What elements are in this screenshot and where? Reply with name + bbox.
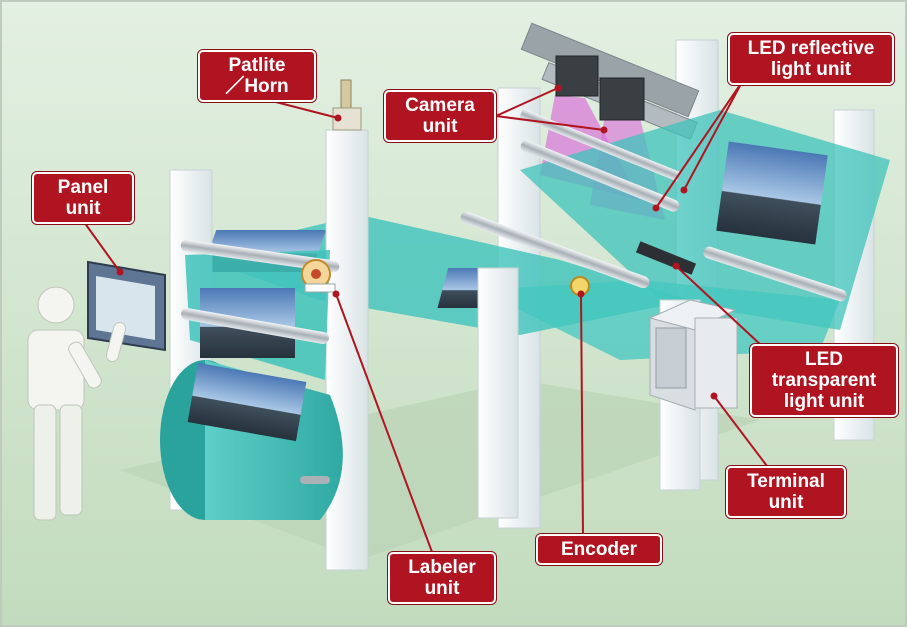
leader-dot-camera-2: [600, 126, 608, 134]
leader-led-reflective-1: [655, 81, 743, 209]
label-panel-line-1: Panel: [57, 177, 109, 198]
label-camera-line-1: Camera: [405, 95, 475, 116]
pillar-center: [477, 267, 519, 519]
label-terminal-unit: Terminal unit: [726, 466, 846, 518]
label-led-reflective-light-unit: LED reflective light unit: [728, 33, 894, 85]
label-encoder-line-1: Encoder: [560, 539, 638, 560]
leader-panel: [83, 221, 121, 273]
operator-leg-right: [59, 404, 83, 516]
label-led-reflective-line-1: LED reflective: [747, 38, 875, 59]
leader-camera-1: [495, 87, 559, 117]
labeler-arm: [304, 283, 336, 293]
leader-led-transparent: [675, 265, 763, 347]
pillar-patlite: [325, 129, 369, 571]
label-patlite-horn: Patlite ／Horn: [198, 50, 316, 102]
leader-labeler: [335, 293, 433, 553]
label-labeler-unit: Labeler unit: [388, 552, 496, 604]
label-encoder: Encoder: [536, 534, 662, 565]
leader-lines: [83, 81, 771, 553]
operator-head: [37, 286, 75, 324]
roller-left-mid: [181, 308, 329, 344]
leader-dot-led-reflective-1: [652, 204, 660, 212]
leader-encoder: [580, 293, 584, 537]
label-patlite-line-2: ／Horn: [225, 76, 289, 97]
terminal-box-front: [694, 317, 738, 409]
label-labeler-line-2: unit: [424, 578, 460, 599]
led-transparent-bar: [635, 241, 697, 275]
leader-dot-labeler: [332, 290, 340, 298]
labeler-hub: [311, 269, 321, 279]
label-panel-line-2: unit: [65, 198, 101, 219]
leader-dots: [116, 84, 718, 400]
film-photo-upper-right: [716, 141, 828, 245]
leader-dot-led-reflective-2: [680, 186, 688, 194]
label-terminal-line-1: Terminal: [747, 471, 825, 492]
leader-led-reflective-2: [683, 81, 743, 191]
operator-arm: [68, 341, 102, 389]
label-led-reflective-line-2: light unit: [770, 59, 852, 80]
leader-dot-terminal: [710, 392, 718, 400]
leader-dot-patlite: [334, 114, 342, 122]
leader-patlite: [267, 99, 339, 119]
label-patlite-line-1: Patlite: [228, 55, 286, 76]
label-led-transparent-line-2: transparent: [771, 370, 877, 391]
roller-mid: [460, 211, 650, 289]
label-camera-unit: Camera unit: [384, 90, 496, 142]
leader-terminal: [713, 395, 771, 471]
roller-left-top: [180, 239, 340, 273]
led-reflective-bar: [519, 108, 681, 182]
roller-right: [703, 246, 847, 302]
leader-dot-encoder: [577, 290, 585, 298]
label-labeler-line-1: Labeler: [408, 557, 476, 578]
upper-roller: [520, 140, 680, 212]
patlite-tower: [340, 79, 352, 111]
operator-forearm: [105, 321, 127, 363]
label-camera-line-2: unit: [422, 116, 458, 137]
panel-screen: [96, 276, 155, 340]
leader-dot-camera-1: [554, 84, 562, 92]
camera-body-right: [599, 77, 645, 121]
leader-dot-led-transparent: [672, 262, 680, 270]
patlite-base: [332, 107, 362, 131]
leader-dot-panel: [116, 268, 124, 276]
terminal-box-panel: [655, 327, 687, 389]
roll-axle: [300, 476, 330, 484]
label-led-transparent-light-unit: LED transparent light unit: [750, 344, 898, 417]
film-photo-roll: [187, 362, 307, 442]
camera-body-left: [555, 55, 599, 97]
label-terminal-line-2: unit: [768, 492, 804, 513]
operator-leg-left: [33, 404, 57, 521]
label-panel-unit: Panel unit: [32, 172, 134, 224]
leader-camera-2: [495, 115, 605, 131]
label-led-transparent-line-3: light unit: [783, 391, 865, 412]
label-led-transparent-line-1: LED: [805, 349, 843, 370]
